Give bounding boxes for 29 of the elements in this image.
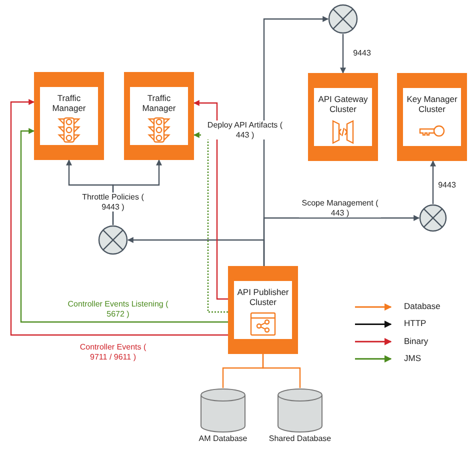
connector-arrow [193,100,228,300]
node-title: API Publisher Cluster [236,287,290,307]
database-label: Shared Database [268,434,332,444]
node-title: Traffic Manager [51,93,87,113]
connector-arrow [340,34,346,74]
connector-arrow [10,99,228,336]
node-title: Traffic Manager [141,93,177,113]
node-title: API Gateway Cluster [317,94,369,114]
edge-label: 9443 [352,48,372,58]
node-title: Key Manager Cluster [406,94,458,114]
cluster-card [34,72,104,160]
junction-circle [328,4,358,34]
cluster-card [124,72,194,160]
cluster-card [308,73,378,161]
cluster-card [397,73,467,161]
connector-arrow [193,132,228,313]
legend-label: Binary [404,336,428,346]
legend-label: Database [404,301,440,311]
database-label: AM Database [198,434,248,444]
edge-label: 9443 [437,180,457,190]
connector-arrow [20,128,228,323]
legend-label: JMS [404,352,421,363]
connector-arrow [127,237,265,266]
legend-label: HTTP [404,318,426,328]
edge-label: Scope Management ( 443 ) [299,198,381,218]
junction-circle [98,225,128,255]
cluster-card [228,266,298,354]
junction-circle [419,204,447,232]
connector-arrow [430,160,436,204]
